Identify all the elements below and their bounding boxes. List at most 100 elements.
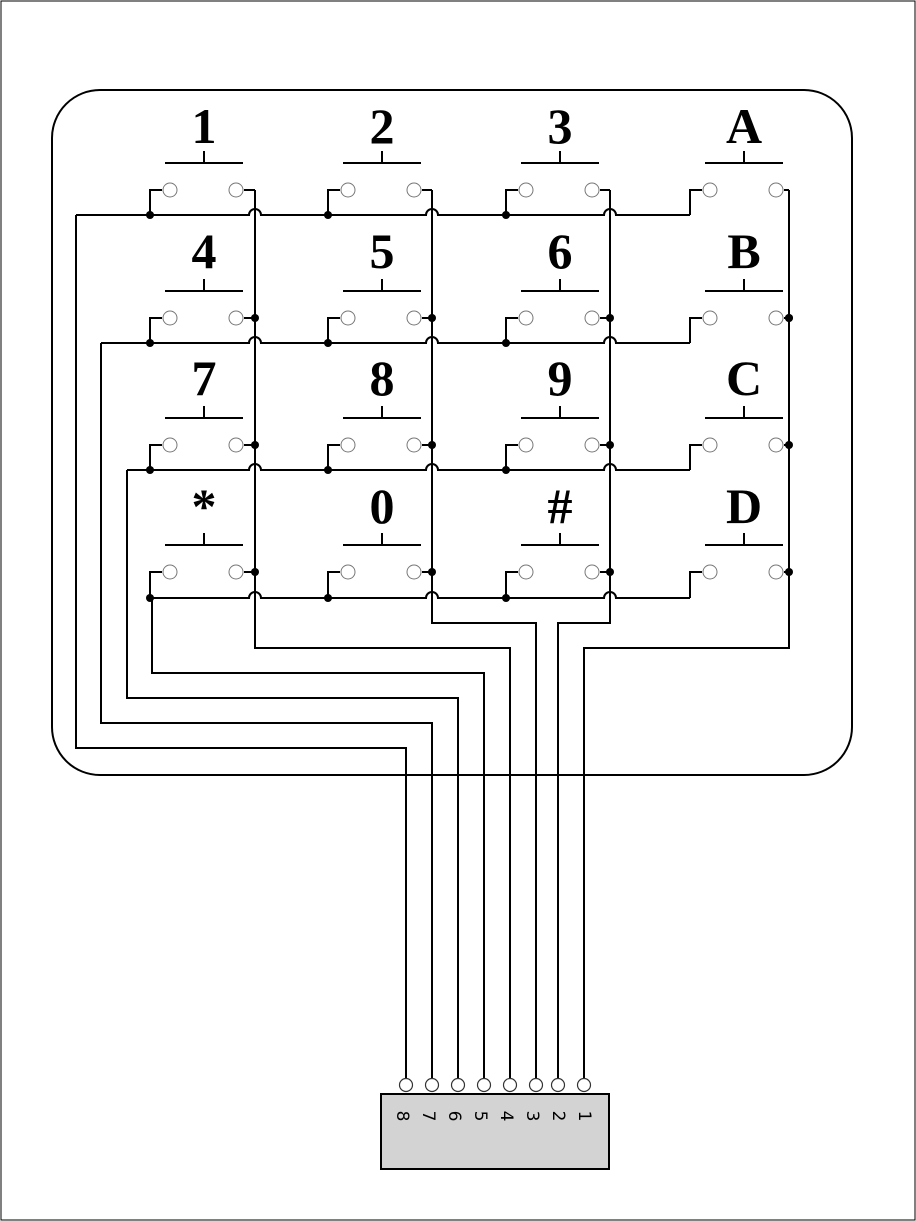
junction-node: [428, 441, 436, 449]
junction-node: [251, 568, 259, 576]
pin-label: 3: [522, 1111, 542, 1122]
key-label: 3: [548, 98, 573, 154]
key-label: C: [726, 350, 762, 406]
key-label: *: [192, 478, 217, 534]
switch-contact: [228, 310, 244, 326]
key-switches: [149, 151, 789, 598]
switch-left-lead: [327, 444, 340, 470]
pin-label: 5: [470, 1111, 490, 1122]
key-labels: 1 2 3 A 4 5 6 B 7 8 9 C * 0 # D: [192, 98, 763, 534]
junction-node: [146, 594, 154, 602]
switch-contact: [162, 310, 178, 326]
row-lead: [126, 470, 459, 1080]
row-bus: [101, 336, 690, 344]
switch-left-lead: [505, 444, 518, 470]
switch-left-lead: [149, 444, 162, 470]
junction-node: [251, 441, 259, 449]
junction-node: [324, 594, 332, 602]
key-label: B: [727, 223, 760, 279]
switch-contact: [340, 182, 356, 198]
switch-contact: [228, 437, 244, 453]
switch-contact: [340, 437, 356, 453]
connector-body: [380, 1093, 610, 1170]
switch-contact: [584, 437, 600, 453]
column-lead: [557, 600, 611, 1080]
key-label: A: [726, 98, 762, 154]
key-label: 1: [192, 98, 217, 154]
switch-contact: [228, 564, 244, 580]
junction-nodes: [146, 211, 793, 602]
pin-contact: [450, 1077, 466, 1093]
switch-left-lead: [505, 317, 518, 343]
junction-node: [502, 594, 510, 602]
switch-left-lead: [689, 571, 702, 598]
row-lead: [100, 343, 433, 1080]
wiring: [75, 190, 790, 1093]
pin-contact: [398, 1077, 414, 1093]
switch-contact: [518, 437, 534, 453]
switch-contact: [406, 182, 422, 198]
row-bus: [127, 463, 690, 471]
switch-contact: [340, 564, 356, 580]
switch-contact: [340, 310, 356, 326]
junction-node: [428, 314, 436, 322]
switch-contact: [584, 564, 600, 580]
pin-label: 2: [548, 1111, 568, 1122]
junction-node: [785, 441, 793, 449]
key-label: 9: [548, 350, 573, 406]
pin-label: 1: [574, 1111, 594, 1122]
switch-contact: [518, 310, 534, 326]
switch-left-lead: [689, 189, 702, 215]
switch-contact: [702, 564, 718, 580]
key-label: 8: [370, 350, 395, 406]
key-label: 5: [370, 223, 395, 279]
row-bus: [76, 208, 690, 216]
switch-contact: [768, 310, 784, 326]
junction-node: [606, 314, 614, 322]
junction-node: [785, 314, 793, 322]
switch-contact: [162, 182, 178, 198]
switch-left-lead: [689, 317, 702, 343]
switch-left-lead: [689, 444, 702, 470]
junction-node: [785, 568, 793, 576]
switch-contact: [768, 564, 784, 580]
switch-left-lead: [505, 571, 518, 598]
key-label: 0: [370, 478, 395, 534]
switch-contact: [702, 310, 718, 326]
switch-left-lead: [149, 189, 162, 215]
switch-left-lead: [327, 571, 340, 598]
switch-left-lead: [505, 189, 518, 215]
row-lead: [151, 598, 485, 1080]
junction-node: [502, 339, 510, 347]
pin-label: 4: [496, 1111, 516, 1122]
junction-node: [428, 568, 436, 576]
junction-node: [606, 441, 614, 449]
junction-node: [324, 339, 332, 347]
switch-contact: [702, 437, 718, 453]
switch-left-lead: [149, 317, 162, 343]
switch-contact: [768, 182, 784, 198]
switch-contact: [162, 564, 178, 580]
pin-contact: [528, 1077, 544, 1093]
connector-pins: 8 7 6 5 4 3 2 1: [392, 1111, 594, 1122]
switch-left-lead: [149, 571, 162, 598]
column-lead: [254, 600, 511, 1080]
junction-node: [324, 211, 332, 219]
switch-left-lead: [327, 317, 340, 343]
switch-contact: [406, 564, 422, 580]
switch-contact: [518, 564, 534, 580]
key-label: #: [548, 478, 573, 534]
column-lead: [431, 600, 537, 1080]
junction-node: [502, 211, 510, 219]
switch-contact: [584, 182, 600, 198]
switch-contact: [406, 437, 422, 453]
junction-node: [324, 466, 332, 474]
column-lead: [583, 600, 790, 1080]
junction-node: [502, 466, 510, 474]
switch-left-lead: [327, 189, 340, 215]
pin-contact: [424, 1077, 440, 1093]
pin-label: 8: [392, 1111, 412, 1122]
switch-contact: [584, 310, 600, 326]
